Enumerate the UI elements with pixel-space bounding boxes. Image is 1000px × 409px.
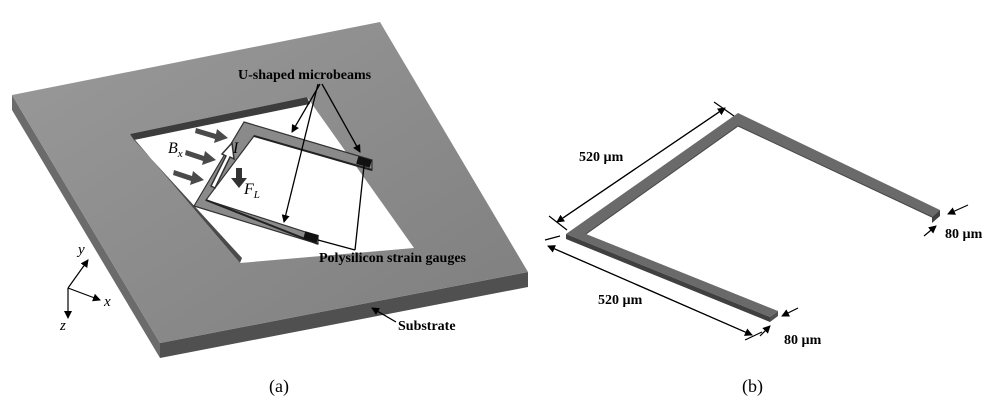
caption-b: (b): [742, 376, 763, 397]
axis-x-label: x: [103, 294, 111, 310]
field-label: Bx: [168, 140, 183, 160]
microbeam-edge-top: [253, 135, 373, 171]
axis-z-label: z: [59, 318, 66, 334]
force-symbol: F: [243, 181, 254, 198]
field-symbol: B: [168, 140, 178, 157]
lorentz-force-arrow-icon: [231, 168, 247, 188]
u-beam-side-face-right-arm: [932, 210, 940, 223]
dim-bottom-ext-2: [744, 331, 763, 341]
leader-microbeam-1: [291, 83, 321, 133]
leader-gauge-1: [354, 165, 365, 251]
leader-gauge-2: [317, 239, 356, 251]
field-arrow-2: [185, 150, 216, 165]
force-subscript: L: [253, 189, 260, 201]
u-beam-side-face-end: [770, 311, 778, 322]
gauge-leader-lines: [317, 165, 365, 251]
window-inner-wall-left: [130, 134, 242, 263]
dimension-bottom-width: [759, 307, 799, 337]
axis-y-label: y: [76, 242, 85, 258]
dimension-top: [548, 101, 735, 231]
u-beam-top-face: [566, 113, 940, 317]
strain-gauge-bottom: [303, 231, 319, 243]
coordinate-axes: [64, 259, 101, 319]
leader-substrate: [371, 307, 397, 323]
axis-y-line: [67, 259, 89, 289]
window-inner-wall-top: [130, 97, 310, 140]
dim-top-ext-2: [548, 215, 568, 231]
panel-a: Bx I FL U-shaped microbeams Polysilicon …: [12, 22, 528, 397]
microbeam-edge-bottom: [205, 199, 319, 245]
current-label: I: [232, 140, 239, 157]
dim-top-label: 520 µm: [579, 150, 624, 165]
substrate-right-face: [160, 272, 528, 358]
substrate-front-face: [12, 95, 160, 358]
dimension-right-width: [923, 204, 969, 237]
dim-bw-arrow-2: [759, 325, 771, 337]
strain-gauge-top: [356, 156, 372, 168]
caption-a: (a): [269, 376, 289, 397]
u-beam-side-face-bottom-arm: [566, 234, 770, 322]
dim-bottom-line-rev: [547, 245, 753, 336]
dim-bottom-ext-1: [544, 235, 561, 241]
substrate-top: [12, 22, 528, 343]
force-label: FL: [243, 181, 260, 201]
axis-x-line: [67, 287, 101, 302]
magnetic-field-arrows: [173, 128, 228, 185]
field-subscript: x: [177, 148, 183, 160]
dim-bw-arrow-1: [781, 307, 799, 317]
u-beam-inner-edge: [585, 125, 933, 235]
leader-microbeam-3: [281, 83, 319, 223]
current-arrow-icon: [209, 141, 235, 190]
dim-top-line-rev: [556, 107, 726, 223]
dim-right-arrow-2: [923, 225, 937, 237]
dim-right-width-label: 80 µm: [945, 227, 983, 242]
label-microbeams: U-shaped microbeams: [238, 68, 372, 83]
dim-bottom-label: 520 µm: [598, 293, 643, 308]
microbeam-leader-lines: [281, 83, 361, 223]
label-substrate: Substrate: [398, 319, 456, 334]
panel-b: 520 µm 520 µm 80 µm 80 µm (b): [544, 101, 983, 397]
leader-microbeam-2: [321, 83, 361, 153]
field-arrow-1: [195, 128, 228, 143]
field-arrow-3: [173, 170, 204, 185]
dimension-bottom: [544, 235, 763, 341]
dim-right-arrow-1: [947, 204, 969, 215]
label-gauges: Polysilicon strain gauges: [319, 251, 467, 266]
dim-bottom-width-label: 80 µm: [784, 333, 822, 348]
